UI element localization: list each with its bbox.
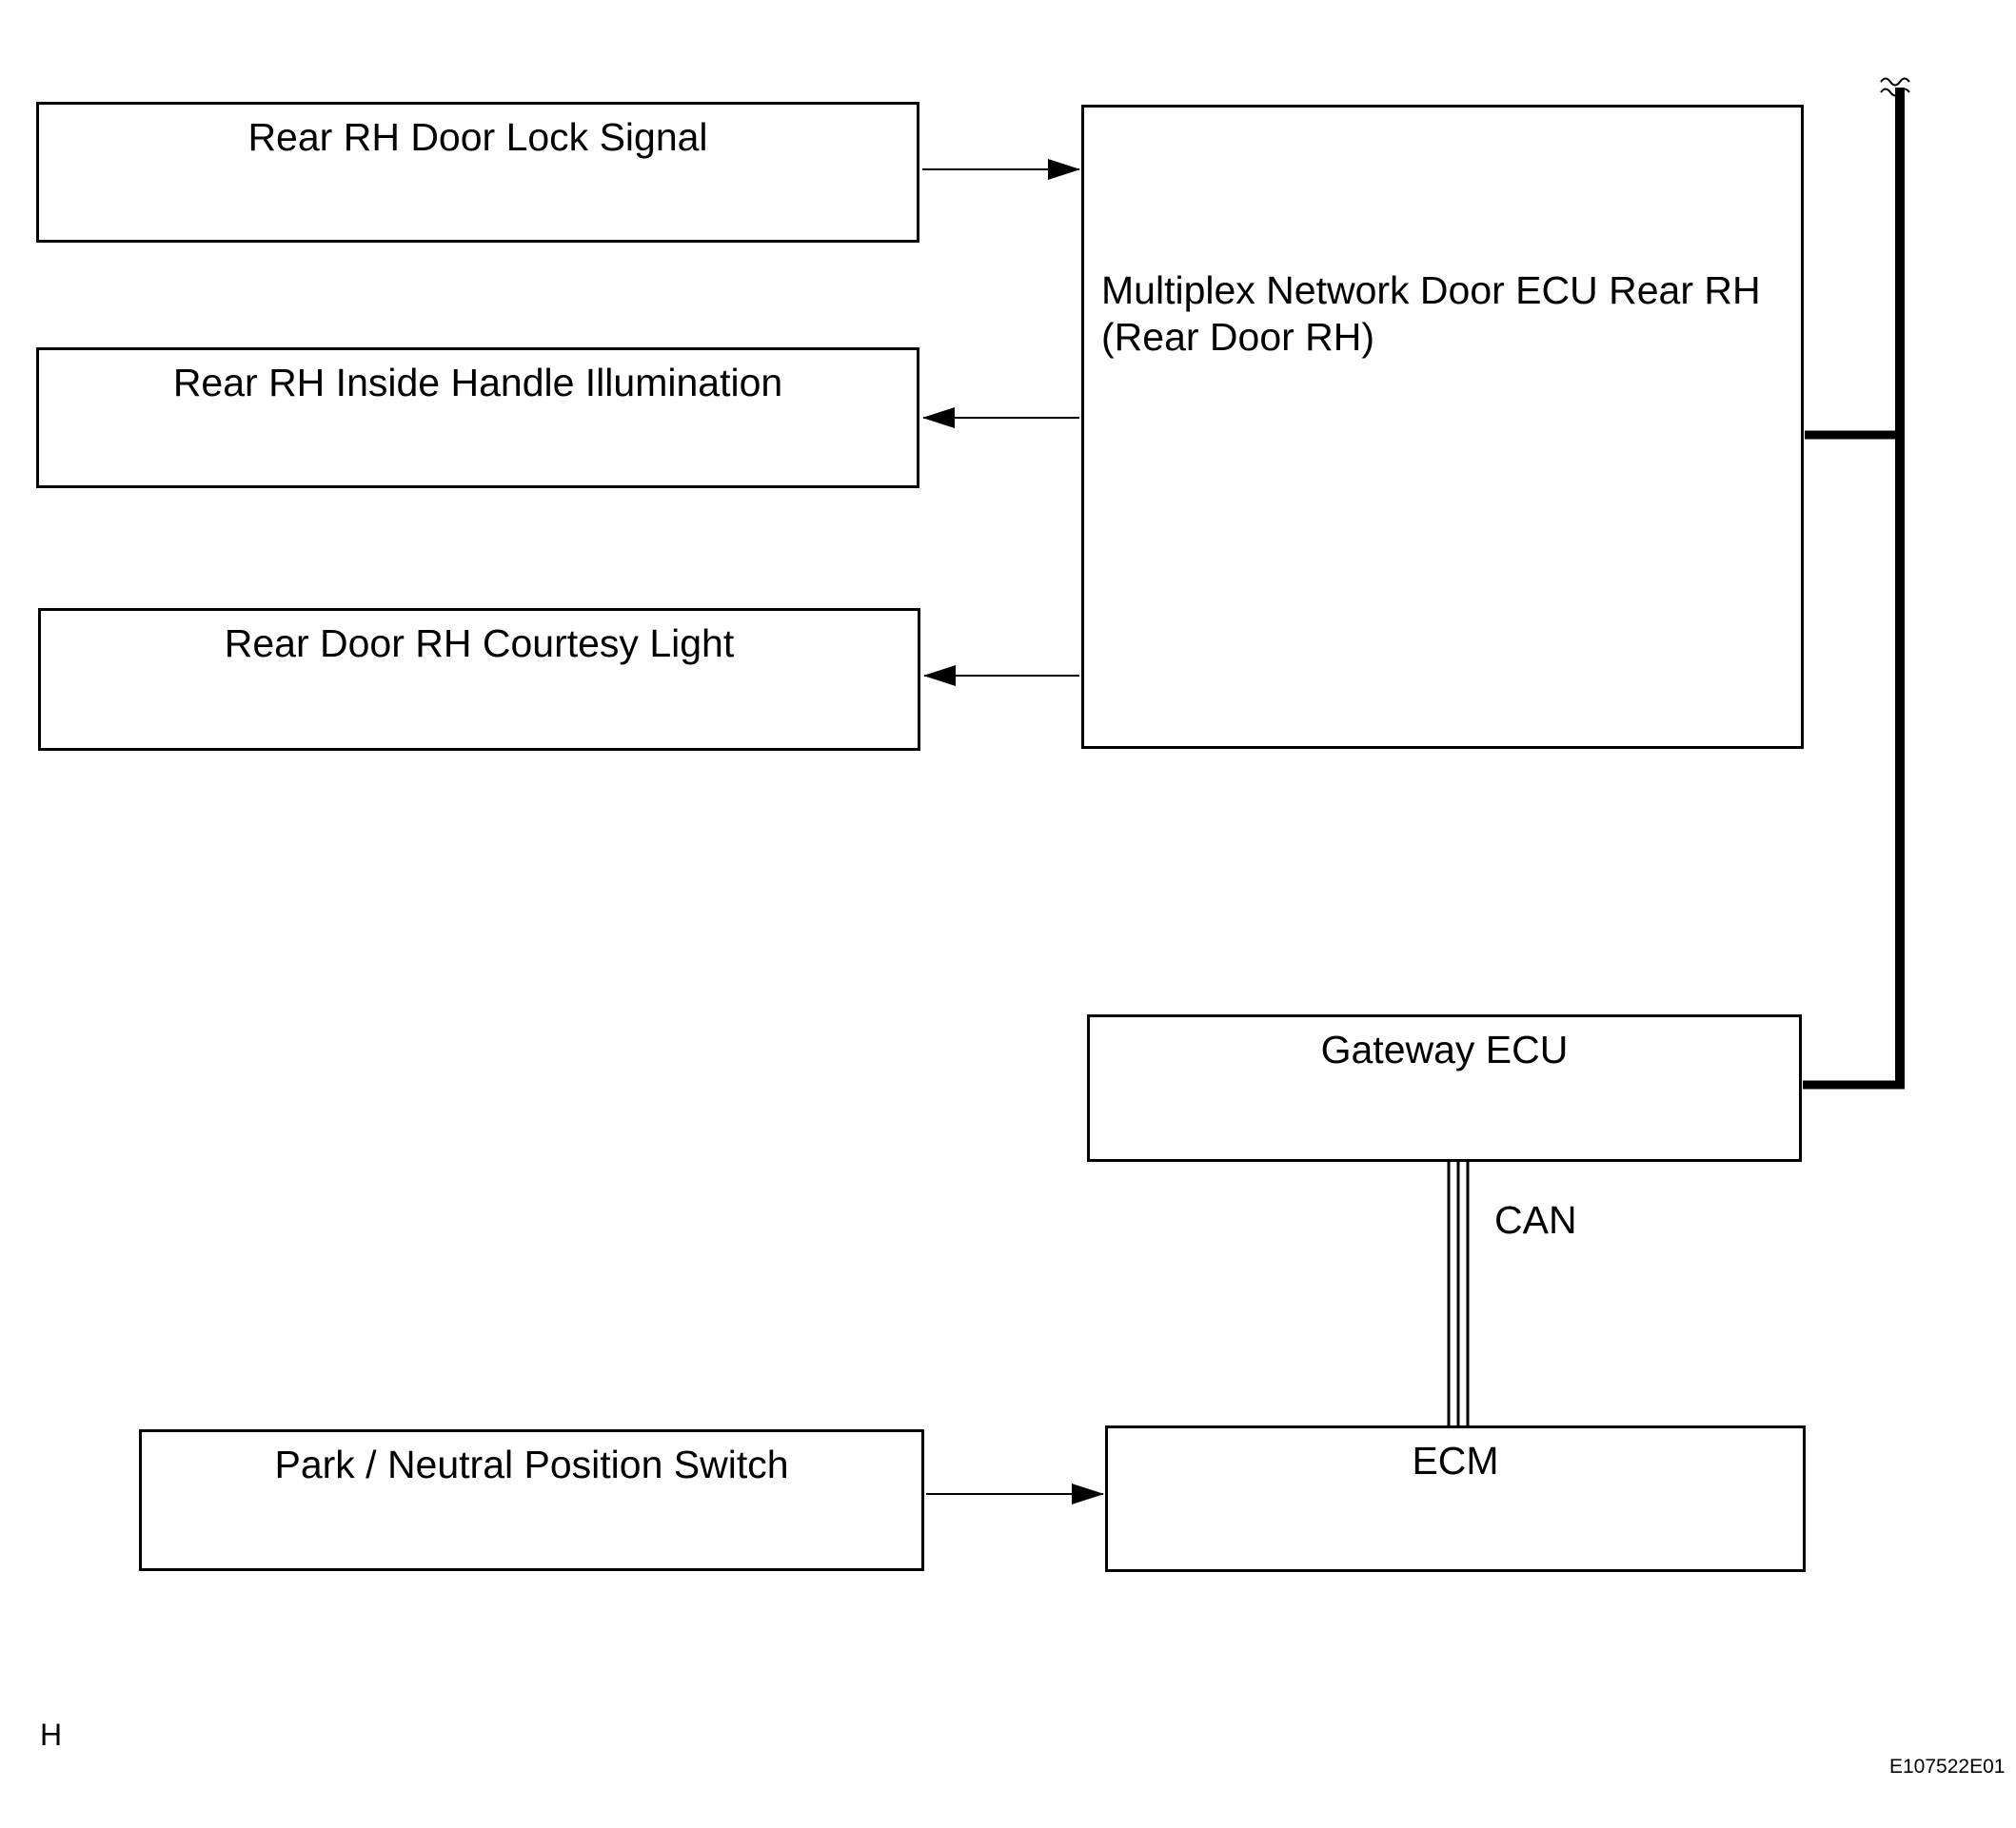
bus-break-symbol	[1880, 77, 1910, 87]
corner-mark: H	[40, 1718, 63, 1752]
gateway-ecu-label: Gateway ECU	[1320, 1028, 1569, 1071]
can-bus-label: CAN	[1494, 1198, 1577, 1242]
inside-handle-illumination-box: Rear RH Inside Handle Illumination	[36, 347, 919, 488]
park-neutral-switch-label: Park / Neutral Position Switch	[274, 1443, 789, 1486]
courtesy-light-box: Rear Door RH Courtesy Light	[38, 608, 920, 751]
figure-code: E107522E01	[1889, 1756, 2006, 1778]
door-ecu-label-line2: (Rear Door RH)	[1101, 315, 1375, 359]
door-ecu-label-line1: Multiplex Network Door ECU Rear RH	[1101, 268, 1761, 312]
park-neutral-switch-box: Park / Neutral Position Switch	[139, 1429, 924, 1571]
gateway-ecu-box: Gateway ECU	[1087, 1014, 1802, 1162]
inside-handle-illumination-label: Rear RH Inside Handle Illumination	[172, 361, 783, 404]
rear-door-lock-signal-box: Rear RH Door Lock Signal	[36, 102, 919, 243]
ecm-box: ECM	[1105, 1425, 1806, 1572]
courtesy-light-label: Rear Door RH Courtesy Light	[224, 621, 735, 665]
rear-door-lock-signal-label: Rear RH Door Lock Signal	[247, 115, 708, 159]
door-ecu-box: Multiplex Network Door ECU Rear RH (Rear…	[1081, 105, 1804, 749]
bus-break-symbol-2	[1880, 88, 1910, 97]
door-ecu-label: Multiplex Network Door ECU Rear RH (Rear…	[1101, 267, 1761, 361]
ecm-label: ECM	[1412, 1439, 1499, 1483]
